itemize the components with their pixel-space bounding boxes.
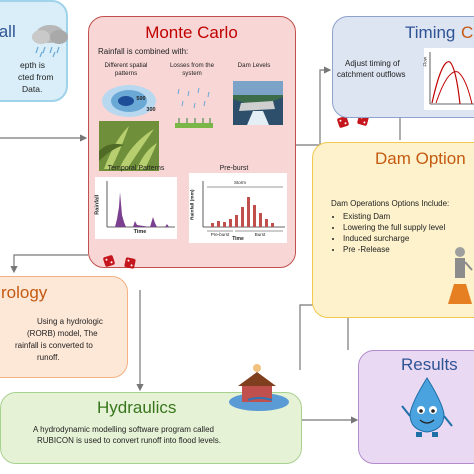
dam-options-box: Dam Option Dam Operations Options Includ… [312,142,474,318]
timing-title: Timing [405,23,456,42]
timing-title-tail: C [461,23,474,42]
hydrograph-chart [429,52,474,105]
rainfall-title: fall [0,22,16,41]
rain-cloud-icon [32,25,68,58]
map-value-300: 300 [146,107,156,113]
hydraulics-line-2: RUBICON is used to convert runoff into f… [37,436,221,445]
timing-line-2: catchment outflows [337,70,406,79]
dam-option-item: Pre -Release [343,244,445,255]
hydrology-box: rology Using a hydrologic (RORB) model, … [0,276,128,378]
rainfall-line-2: cted from [18,72,54,82]
temporal-pattern-chart [106,181,175,228]
temporal-chart-panel: Rainfall Time [94,177,177,239]
dice-icon [124,257,136,269]
arrow-montecarlo-to-hydrology [10,254,88,274]
water-drop-mascot-icon [401,377,453,437]
preburst-title: Pre-burst [219,165,249,172]
dam-option-item: Induced surcharge [343,233,445,244]
vegetation-image [99,121,159,171]
losses-image [175,87,213,128]
dam-option-item: Existing Dam [343,211,445,222]
hydraulics-title: Hydraulics [97,398,177,417]
dam-options-list: Existing Dam Lowering the full supply le… [331,211,445,255]
arrow-montecarlo-to-timing [296,66,332,146]
item-label-dam-levels: Dam Levels [237,62,271,69]
rainfall-line-1: epth is [20,60,46,70]
hydrograph-ylabel: Flow [422,57,428,67]
item-label-spatial: Different spatial patterns [104,62,148,77]
preburst-xlabel: Time [232,236,244,242]
hydrology-line-4: runoff. [37,353,60,362]
temporal-ylabel: Rainfall [94,194,101,215]
monte-carlo-title: Monte Carlo [145,23,238,42]
temporal-patterns-title: Temporal Patterns [107,165,165,172]
hydrology-line-2: (RORB) model, The [27,329,98,338]
timing-line-1: Adjust timing of [345,59,400,68]
dam-worker-icon [448,247,473,304]
temporal-xlabel: Time [133,229,147,235]
dam-option-item: Lowering the full supply level [343,222,445,233]
monte-carlo-intro: Rainfall is combined with: [98,47,189,56]
preburst-chart-panel: Storm Rainfall (mm) Pre-burst Burst Time [189,173,287,243]
preburst-chart [202,181,285,232]
dam-options-intro: Dam Operations Options Include: [331,199,450,208]
rainfall-line-3: Data. [22,84,43,94]
preburst-label-left: Pre-burst [210,232,230,237]
flooded-house-icon [229,364,289,411]
rainfall-box: fall epth is cted from Data. [0,0,68,102]
item-label-losses: Losses from the system [169,62,215,77]
map-value-500: 500 [136,96,146,102]
results-title: Results [401,355,458,374]
hydraulics-line-1: A hydrodynamic modelling software progra… [33,425,214,434]
preburst-label-right: Burst [254,232,266,237]
hydrograph-panel: Flow [422,48,474,110]
hydrology-line-1: Using a hydrologic [37,317,103,326]
hydrology-title: rology [1,283,48,302]
preburst-ylabel: Rainfall (mm) [190,189,196,220]
monte-carlo-box: Monte Carlo Rainfall is combined with: D… [88,16,296,268]
spatial-pattern-map-image [102,85,156,117]
dam-options-title: Dam Option [375,149,466,168]
hydrology-line-3: rainfall is converted to [15,341,93,350]
preburst-storm-label: Storm [233,180,246,185]
dam-photo-image [233,81,283,125]
